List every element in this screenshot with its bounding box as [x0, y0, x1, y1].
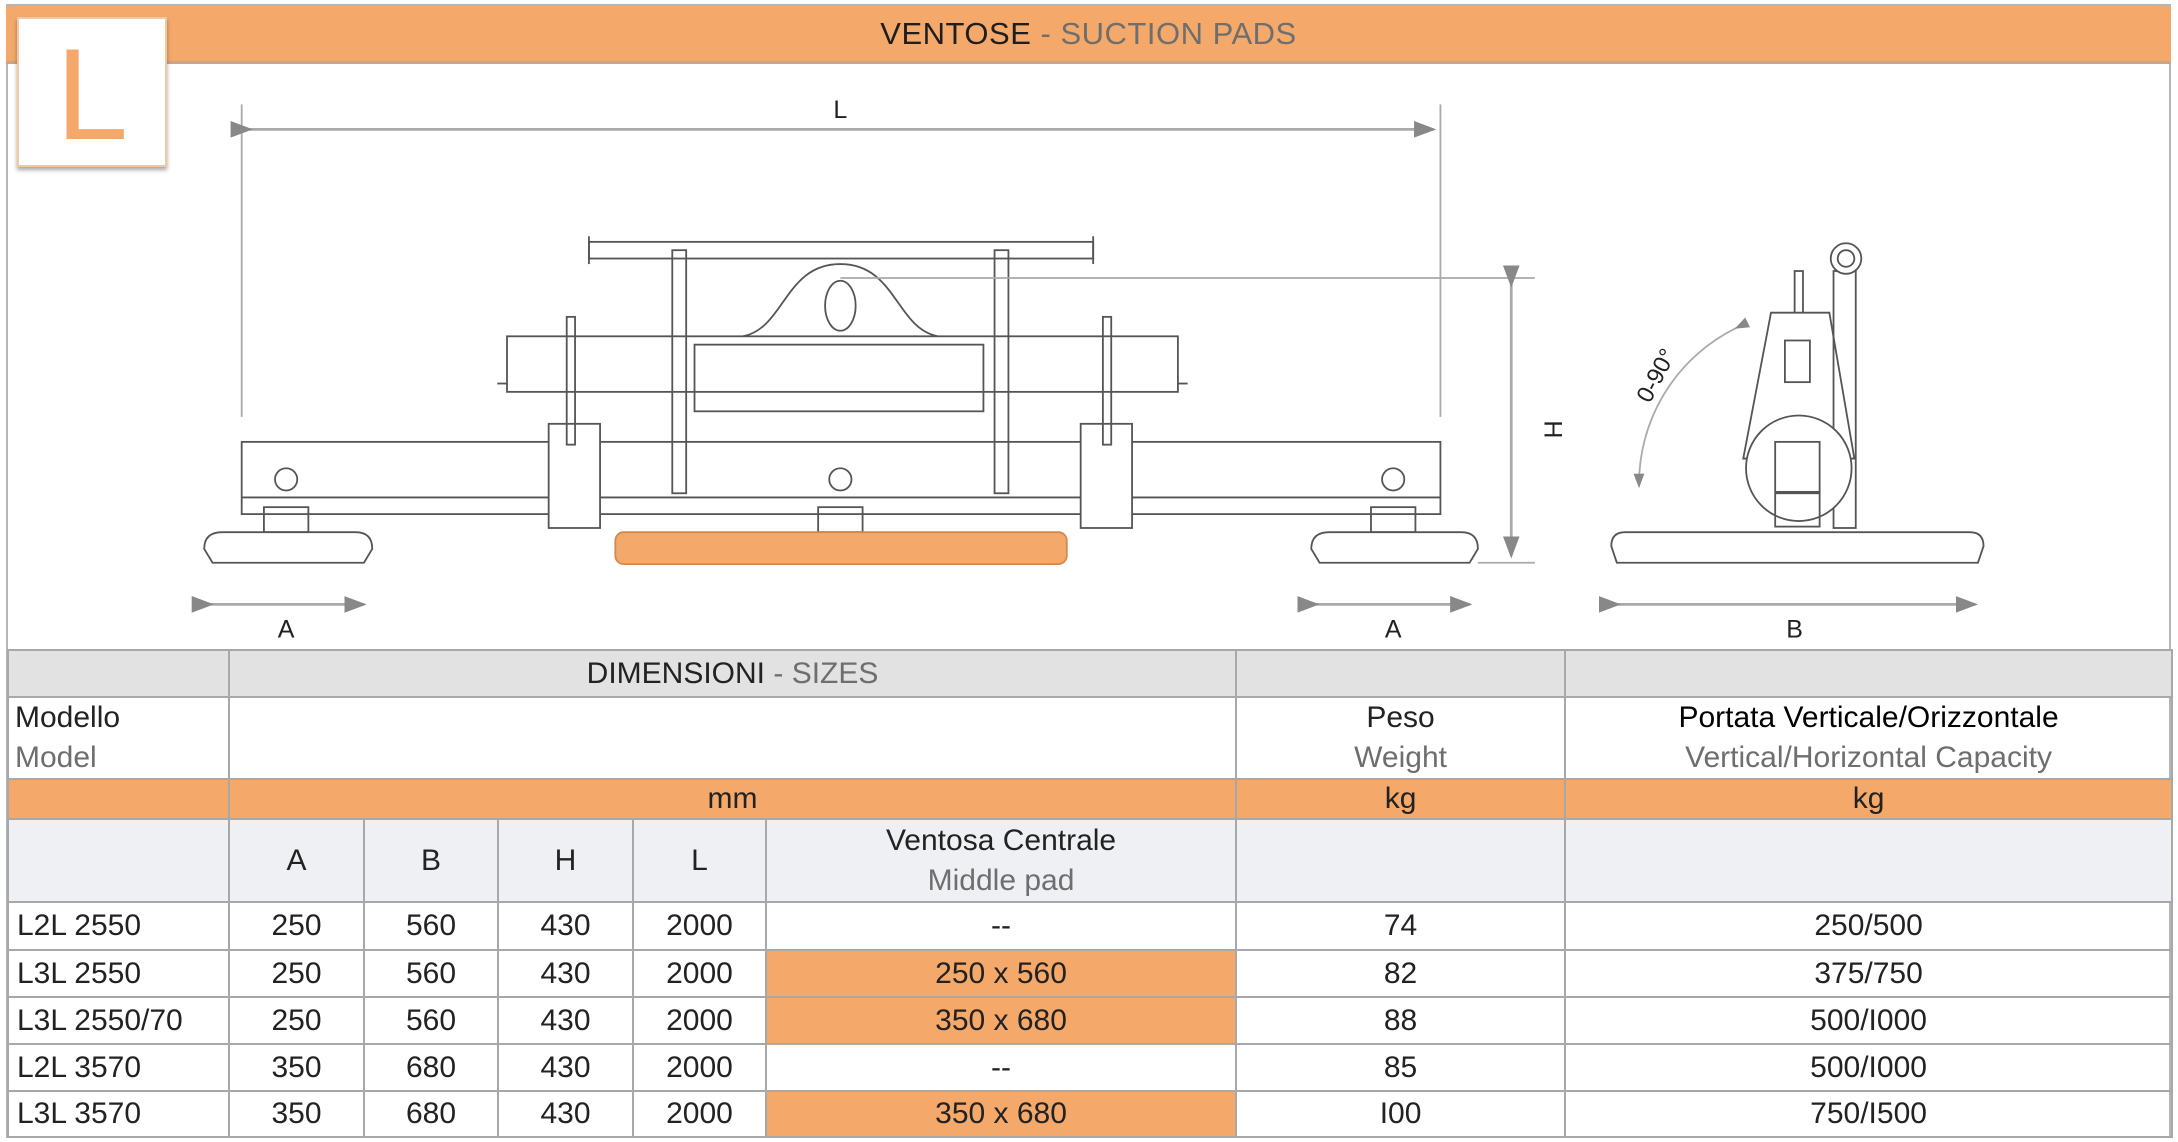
cell-A: 350: [228, 1090, 365, 1138]
model-it: Modello: [15, 701, 121, 734]
unit-kg-capacity: kg: [1564, 778, 2174, 820]
sizes-header: DIMENSIONI - SIZES: [227, 649, 1238, 698]
weight-it: Peso: [1366, 701, 1435, 734]
dim-H-label: H: [1539, 420, 1567, 438]
cell-middle: 250 x 560: [764, 949, 1238, 998]
cell-capacity: 250/500: [1564, 901, 2174, 951]
cell-middle: --: [764, 901, 1238, 951]
unit-kg-weight: kg: [1235, 778, 1567, 820]
cell-middle: 350 x 680: [764, 1090, 1238, 1138]
dim-A-label-left: A: [278, 616, 295, 644]
cell-weight: 74: [1235, 901, 1567, 951]
banner-title-en: SUCTION PADS: [1060, 16, 1297, 51]
cell-middle: --: [764, 1043, 1238, 1092]
dimension-L: [230, 104, 1442, 417]
cell-B: 680: [363, 1043, 499, 1092]
cell-model: L3L 2550: [7, 949, 230, 998]
middle-it: Ventosa Centrale: [885, 823, 1117, 857]
cell-middle: 350 x 680: [764, 996, 1238, 1045]
cell-A: 250: [228, 901, 365, 951]
banner-title-it: VENTOSE: [880, 16, 1032, 51]
series-logo: L: [17, 17, 167, 167]
cell-model: L2L 3570: [7, 1043, 230, 1092]
cell-capacity: 375/750: [1564, 949, 2174, 998]
cell-B: 560: [363, 901, 499, 951]
dimension-H: [840, 265, 1535, 564]
cell-capacity: 500/I000: [1564, 1043, 2174, 1092]
col-H: H: [497, 818, 634, 903]
cell-B: 680: [363, 1090, 499, 1138]
page-frame: [6, 4, 2171, 1138]
sizes-en: SIZES: [791, 656, 879, 690]
cell-model: L3L 3570: [7, 1090, 230, 1138]
capacity-it: Portata Verticale/Orizzontale: [1678, 701, 2059, 734]
cell-H: 430: [497, 1090, 634, 1138]
banner-sep: -: [1040, 16, 1052, 51]
cell-L: 2000: [632, 1043, 767, 1092]
cell-H: 430: [497, 949, 634, 998]
dim-L-label: L: [833, 96, 847, 124]
capacity-en: Vertical/Horizontal Capacity: [1685, 741, 2052, 774]
col-A: A: [228, 818, 365, 903]
middle-pad: [614, 531, 1068, 566]
side-view: [1610, 242, 1985, 564]
middle-en: Middle pad: [927, 863, 1075, 897]
model-en: Model: [15, 741, 97, 774]
sizes-it: DIMENSIONI: [586, 656, 766, 690]
cell-weight: I00: [1235, 1090, 1567, 1138]
sizes-sep: -: [765, 656, 792, 690]
dim-B-label: B: [1786, 616, 1803, 644]
cell-H: 430: [497, 1043, 634, 1092]
technical-drawing: L H A A B: [191, 96, 1985, 644]
cell-A: 250: [228, 949, 365, 998]
cell-A: 350: [228, 1043, 365, 1092]
cell-L: 2000: [632, 996, 767, 1045]
cell-A: 250: [228, 996, 365, 1045]
cell-model: L3L 2550/70: [7, 996, 230, 1045]
table-header-row: DIMENSIONI - SIZES: [7, 649, 2174, 698]
cell-L: 2000: [632, 949, 767, 998]
section-banner: VENTOSE - SUCTION PADS: [6, 6, 2171, 64]
angle-label: 0-90°: [1632, 345, 1682, 407]
unit-row: mm kg kg: [7, 778, 2174, 820]
cell-model: L2L 2550: [7, 901, 230, 951]
cell-H: 430: [497, 996, 634, 1045]
cell-capacity: 750/I500: [1564, 1090, 2174, 1138]
unit-mm: mm: [227, 778, 1238, 820]
cell-B: 560: [363, 949, 499, 998]
cell-capacity: 500/I000: [1564, 996, 2174, 1045]
cell-weight: 85: [1235, 1043, 1567, 1092]
col-L: L: [632, 818, 767, 903]
cell-B: 560: [363, 996, 499, 1045]
front-view: [203, 236, 1479, 566]
cell-weight: 88: [1235, 996, 1567, 1045]
dim-A-label-right: A: [1385, 616, 1402, 644]
cell-L: 2000: [632, 901, 767, 951]
weight-en: Weight: [1354, 741, 1447, 774]
cell-H: 430: [497, 901, 634, 951]
col-B: B: [363, 818, 499, 903]
cell-weight: 82: [1235, 949, 1567, 998]
cell-L: 2000: [632, 1090, 767, 1138]
